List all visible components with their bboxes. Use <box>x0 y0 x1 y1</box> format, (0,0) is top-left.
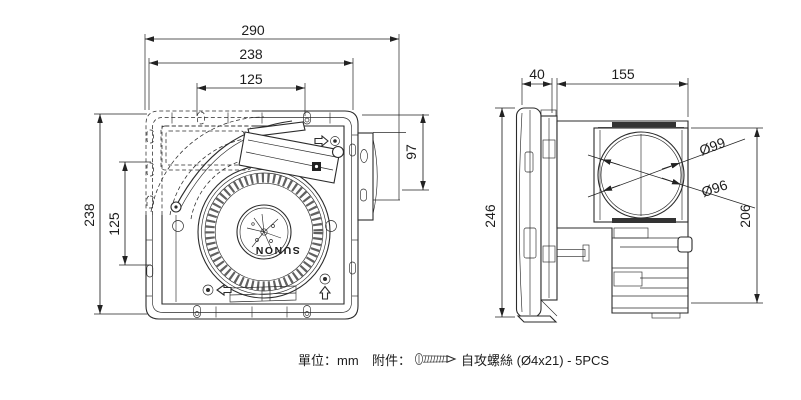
accessory-label: 附件： <box>372 353 411 368</box>
arrow-left-icon <box>216 283 232 297</box>
arrow-up-icon <box>318 285 332 300</box>
unit-label: 單位：mm <box>298 353 359 368</box>
bottom-outlet <box>229 285 297 303</box>
dim-frame-height: 238 <box>81 203 97 227</box>
dim-body-depth: 155 <box>611 66 635 82</box>
dim-flange-depth: 40 <box>529 66 545 82</box>
duct-opening-outer <box>597 131 685 219</box>
side-view: 40 155 246 206 Ø99 Ø96 <box>482 66 763 323</box>
dim-duct-offset: 97 <box>403 144 419 160</box>
arrow-right-icon <box>314 134 329 148</box>
screw-direction-indicators <box>202 134 340 300</box>
lower-body-details <box>612 227 693 319</box>
front-view-dimensions: 290 238 125 238 125 97 <box>81 22 429 315</box>
dim-flange-height: 246 <box>482 204 498 228</box>
fan-body-side <box>556 120 756 319</box>
dim-inner-width: 125 <box>239 71 263 87</box>
brand-logo-text: SUNON <box>254 244 299 256</box>
dim-duct-outer-diameter: Ø99 <box>697 134 728 158</box>
bolt-boss-left <box>172 220 184 232</box>
bolt-boss-right <box>325 220 337 232</box>
dim-frame-width: 238 <box>239 46 263 62</box>
motor-bracket <box>238 121 345 184</box>
mounting-keyhole-slots <box>146 111 356 318</box>
frame-mounting-ticks <box>146 112 358 318</box>
dim-duct-height: 206 <box>737 204 753 228</box>
self-tapping-screw-icon <box>415 353 457 365</box>
dim-overall-width: 290 <box>241 22 265 38</box>
dim-inner-height: 125 <box>106 212 122 236</box>
side-duct-stub <box>357 132 406 221</box>
fan-impeller: SUNON <box>197 165 331 299</box>
dim-duct-inner-diameter: Ø96 <box>699 176 729 200</box>
impeller-blade-ring <box>205 173 323 291</box>
accessory-description: 自攻螺絲 (Ø4x21) - 5PCS <box>461 353 609 368</box>
footer-note: 單位：mm 附件： 自攻螺絲 (Ø4x21) - 5PCS <box>298 353 609 368</box>
diameter-leaders <box>587 138 756 209</box>
hub-logo-starburst <box>246 213 282 249</box>
front-view: SUNON <box>81 22 429 320</box>
front-flange-profile <box>515 107 558 323</box>
